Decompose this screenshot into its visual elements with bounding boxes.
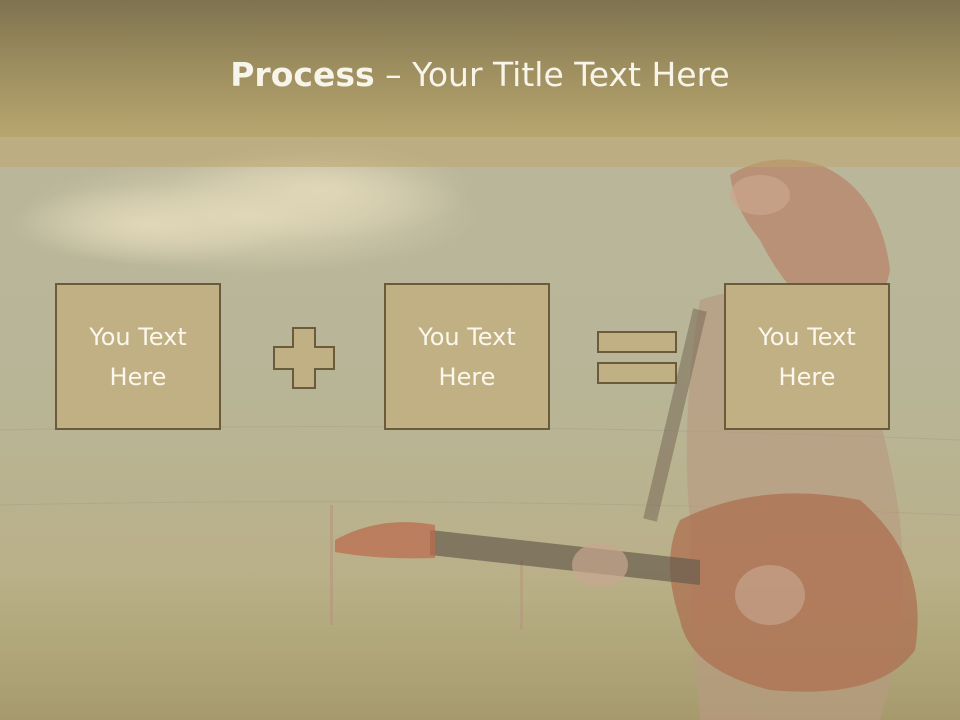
process-box-2-text: You Text Here	[418, 322, 516, 391]
title-bold: Process	[230, 55, 375, 94]
title-band-shadow	[0, 137, 960, 167]
equals-icon	[597, 331, 677, 385]
title-rest: Your Title Text Here	[412, 55, 730, 94]
process-box-3-text: You Text Here	[758, 322, 856, 391]
process-box-1-text: You Text Here	[89, 322, 187, 391]
plus-icon	[273, 327, 335, 389]
process-box-3[interactable]: You Text Here	[724, 283, 890, 430]
slide-title[interactable]: Process – Your Title Text Here	[0, 52, 960, 98]
title-band	[0, 0, 960, 137]
process-box-2[interactable]: You Text Here	[384, 283, 550, 430]
process-box-1[interactable]: You Text Here	[55, 283, 221, 430]
title-dash: –	[374, 55, 413, 94]
